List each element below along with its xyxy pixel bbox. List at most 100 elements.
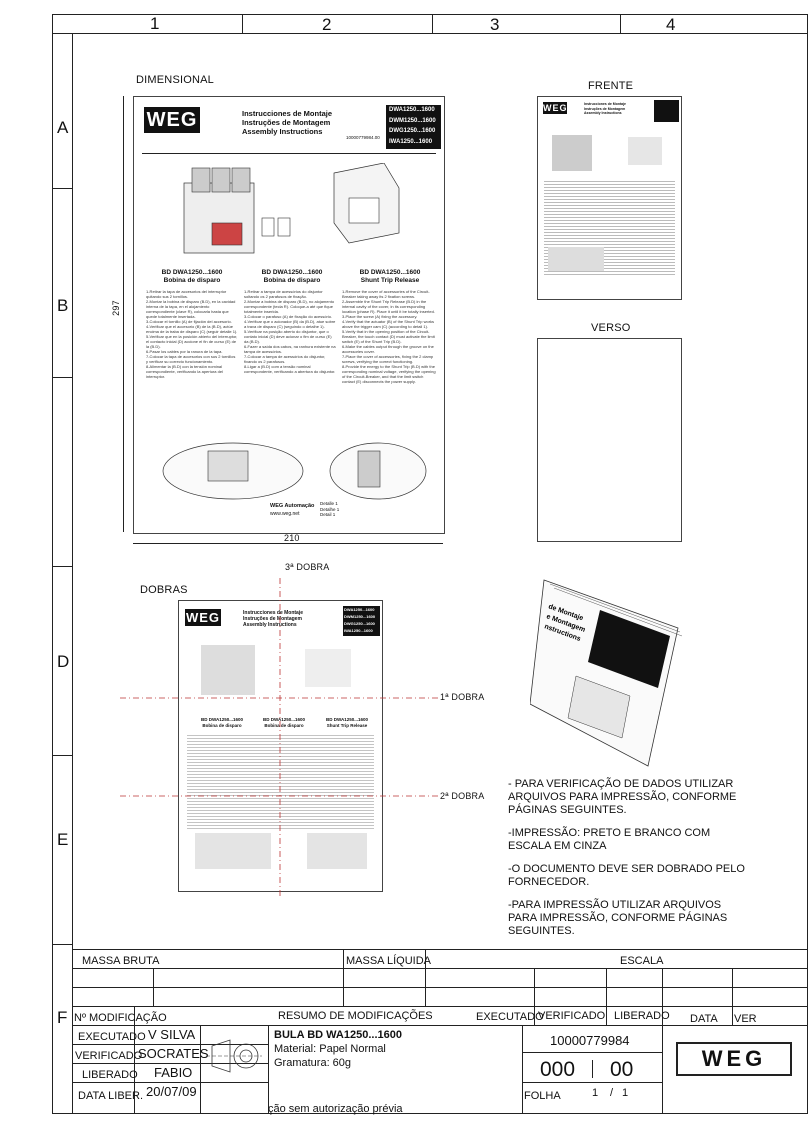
step: 6-Make the cables output through the gro… — [342, 344, 434, 354]
tb-line — [72, 949, 808, 950]
frame-left — [52, 14, 53, 1114]
section-dimensional-label: DIMENSIONAL — [136, 74, 214, 86]
section-verso-label: VERSO — [591, 322, 631, 334]
data-liber-label: DATA LIBER. — [78, 1090, 144, 1102]
fold1-label: 1ª DOBRA — [440, 692, 485, 702]
col1-subtitle: Bobina de disparo — [163, 277, 221, 284]
tb-line — [522, 1052, 662, 1053]
fold2-label: 2ª DOBRA — [440, 791, 485, 801]
step: 3-Colocar o parafuso (A) de fixação do a… — [244, 314, 333, 319]
leaflet-titles: Instrucciones de Montaje Instruções de M… — [584, 102, 626, 116]
tb-line — [72, 968, 808, 969]
col2-title: BD DWA1250...1600 — [261, 269, 323, 276]
detail-label: Detalle 1 — [320, 501, 338, 506]
step: 7-Colocar la tapa de accesorios con sus … — [146, 354, 236, 364]
col2-steps: 1-Retirar a tampa de acessórios do disju… — [244, 289, 336, 374]
breaker-illustration — [183, 163, 400, 254]
title-pt: Instruções de Montagem — [584, 106, 626, 111]
tb-vline — [425, 949, 426, 1006]
tb-vline — [153, 968, 154, 1006]
col3-title: BD DWA1250...1600 — [325, 717, 369, 722]
drawing-number: 10000779984 — [550, 1033, 630, 1048]
detail-illustration — [195, 833, 271, 869]
col3-heading: BD DWA1250...1600 Shunt Trip Release — [348, 269, 432, 285]
breaker-illustration — [201, 645, 255, 695]
dim-width-label: 210 — [284, 533, 300, 543]
step: 6-Pasar los cables por la ranura de la t… — [146, 349, 223, 354]
tb-vline — [662, 968, 663, 1113]
col2-heading: BD DWA1250...1600 Bobina de disparo — [252, 269, 332, 285]
title-es: Instrucciones de Montaje — [243, 610, 304, 616]
gramatura-label: Gramatura: 60g — [274, 1057, 352, 1069]
models-box: DWA1250...1600 DWM1250...1600 DWG1250...… — [343, 606, 380, 636]
title-pt: Instruções de Montagem — [243, 616, 302, 622]
model-item: DWA1250...1600 — [389, 107, 435, 113]
model-item: DWG1250...1600 — [389, 128, 436, 134]
col1-heading: BD DWA1250...1600 Bobina de disparo — [152, 269, 232, 285]
step: 3-Colocar el tornillo (A) de fijación de… — [146, 319, 232, 324]
tb-vline — [268, 1025, 269, 1113]
column-label-2: 2 — [322, 15, 332, 34]
step: 4-Verify that the actuator (B) of the Sh… — [342, 319, 435, 329]
verificado-label: VERIFICADO — [75, 1050, 143, 1062]
row-label-e: E — [57, 830, 69, 849]
frame-bottom — [52, 1113, 808, 1114]
step: 2-Montar a bobina de disparo (B.D), no a… — [244, 299, 335, 314]
col1-steps: 1-Retirar la tapa de accesorios del inte… — [146, 289, 238, 379]
title-es: Instrucciones de Montaje — [242, 109, 333, 118]
col1-title: BD DWA1250...1600 — [200, 717, 244, 722]
col1-title: BD DWA1250...1600 — [161, 269, 223, 276]
detail-illustration — [307, 833, 367, 869]
col3-heading: BD DWA1250...1600 Shunt Trip Release — [317, 717, 377, 728]
leaflet-dobras: WEG Instrucciones de Montaje Instruções … — [178, 600, 383, 892]
footer-brand: WEG Automação — [270, 503, 315, 509]
step: 7-Place the cover of accessories, fixing… — [342, 354, 434, 364]
footer-note: ção sem autorização prévia — [268, 1103, 403, 1115]
detail-label: Detalhe 1 — [320, 506, 340, 512]
row-divider — [52, 377, 72, 378]
column-label-4: 4 — [666, 15, 676, 34]
doc-number: 10000779984.00 — [346, 135, 380, 140]
leaflet-verso — [537, 338, 682, 542]
step: 1-Retirar la tapa de accesorios del inte… — [146, 289, 227, 299]
folded-booklet-illustration: de Montaje e Montagem nstructions — [530, 579, 683, 767]
row-label-d: D — [57, 652, 70, 671]
tb-vline — [200, 1025, 201, 1113]
tb-vline — [534, 968, 535, 1025]
column-label-3: 3 — [490, 15, 500, 34]
step: 5-Verificar na posição aberto do disjunt… — [244, 329, 332, 344]
detail-illustration — [162, 442, 427, 500]
folha-label: FOLHA — [524, 1090, 561, 1102]
tb-line — [72, 1063, 268, 1064]
step: 3-Place the screw (A) fixing the accesso… — [342, 314, 418, 319]
note-item: - PARA VERIFICAÇÃO DE DADOS UTILIZAR ARQ… — [508, 778, 737, 816]
col3-subtitle: Shunt Trip Release — [360, 277, 420, 284]
step: 8-Ligar a (B.D) com a tensão nominal cor… — [244, 364, 336, 374]
accessory-illustration — [305, 649, 351, 687]
model-item: DWM1250...1600 — [344, 614, 376, 619]
row-divider — [52, 755, 72, 756]
step: 4-Verificar que el accesorio (B) de la (… — [146, 324, 238, 334]
verificado-value: SOCRATES — [138, 1046, 209, 1061]
tb-vline — [343, 949, 344, 1006]
tb-vline — [134, 1006, 135, 1113]
col-divider — [432, 14, 433, 33]
model-item: DWG1250...1600 — [344, 621, 375, 626]
title-en: Assembly Instructions — [243, 622, 297, 628]
data-liber-value: 20/07/09 — [146, 1084, 197, 1099]
models-box — [654, 100, 679, 122]
folha-separator: / — [610, 1087, 614, 1099]
breaker-illustration — [552, 135, 592, 171]
no-modificacao-header: Nº MODIFICAÇÃO — [74, 1012, 167, 1024]
col1-subtitle: Bobina de disparo — [202, 722, 242, 728]
tb-vline — [606, 968, 607, 1025]
liberado-label: LIBERADO — [82, 1069, 138, 1081]
row-label-a: A — [57, 118, 69, 137]
col2-title: BD DWA1250...1600 — [262, 717, 306, 722]
title-en: Assembly Instructions — [242, 127, 323, 136]
weg-logo: WEG — [543, 102, 568, 114]
leaflet-titles: Instrucciones de Montaje Instruções de M… — [243, 610, 303, 628]
executado-label: EXECUTADO — [78, 1031, 146, 1043]
note-item: -IMPRESSÃO: PRETO E BRANCO COM ESCALA EM… — [508, 827, 711, 852]
